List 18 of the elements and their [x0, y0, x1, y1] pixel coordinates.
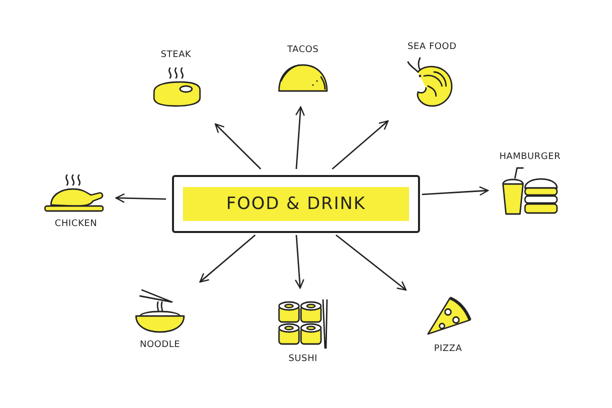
arrow: [422, 186, 489, 196]
arrow: [332, 120, 389, 170]
food-label: PIZZA: [434, 344, 462, 354]
arrow: [295, 106, 305, 170]
food-label: NOODLE: [140, 340, 180, 350]
title-text: FOOD & DRINK: [183, 187, 409, 221]
arrow: [199, 234, 256, 283]
food-label: CHICKEN: [54, 219, 98, 229]
food-label: STEAK: [160, 50, 192, 60]
arrow: [294, 234, 304, 289]
food-label: SEA FOOD: [407, 42, 457, 52]
arrow: [336, 234, 407, 291]
food-label: HAMBURGER: [499, 152, 561, 162]
arrow: [115, 193, 166, 203]
food-label: TACOS: [287, 45, 319, 55]
food-label: SUSHI: [288, 354, 318, 364]
title-frame: [172, 175, 420, 233]
arrow: [214, 123, 262, 170]
